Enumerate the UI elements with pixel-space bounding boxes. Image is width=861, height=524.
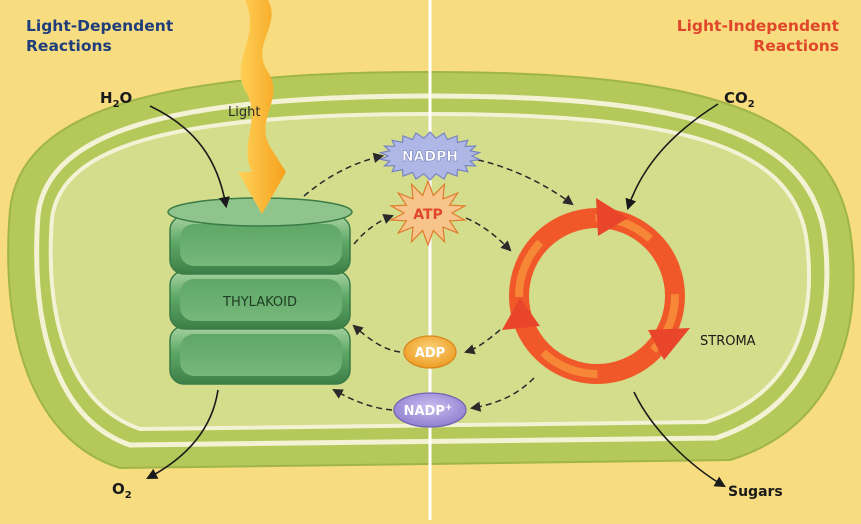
dash-arrow-thylakoid-to-nadph (303, 152, 385, 197)
dash-arrow-cycle-to-nadp (469, 377, 535, 412)
thylakoid-label: THYLAKOID (222, 295, 297, 310)
dash-arrow-nadph-to-cycle (477, 159, 574, 206)
light-dependent-title-line2: Reactions (26, 37, 112, 55)
dash-arrow-thylakoid-to-atp (353, 214, 394, 245)
thylakoid-disc-middle-inner (180, 279, 342, 321)
thylakoid-disc-bottom-inner (180, 334, 342, 376)
adp-label: ADP (415, 346, 445, 361)
adp-badge: ADP (403, 335, 457, 369)
thylakoid-stack: THYLAKOID (167, 197, 353, 385)
atp-label: ATP (413, 207, 443, 223)
light-ray (238, 0, 286, 214)
thylakoid-disc-top-inner (180, 224, 342, 266)
nadph-label: NADPH (402, 149, 458, 165)
o2-arrow (146, 389, 219, 480)
co2-arrow (625, 103, 719, 211)
dash-arrow-atp-to-cycle (465, 217, 512, 252)
cycle-arrowhead-left (502, 298, 540, 330)
atp-badge: ATP (388, 179, 468, 247)
cycle-arrowhead-right (648, 328, 690, 360)
nadp-badge: NADP+ (393, 392, 467, 428)
h2o-label: H2O (100, 89, 132, 110)
sugars-arrow (633, 391, 726, 488)
light-independent-title-line2: Reactions (753, 37, 839, 55)
light-dependent-title-line1: Light-Dependent (26, 17, 174, 35)
dash-arrow-nadp-to-thylakoid (332, 388, 393, 411)
light-label: Light (228, 105, 260, 120)
cycle-arrowhead-top (596, 198, 628, 236)
dash-arrow-cycle-to-adp (464, 329, 501, 355)
light-independent-title-line1: Light-Independent (676, 17, 839, 35)
chloroplast-membrane-gap (34, 93, 830, 448)
sugars-label: Sugars (728, 484, 783, 500)
h2o-arrow (149, 105, 230, 209)
o2-label: O2 (112, 480, 132, 501)
stroma-label: STROMA (700, 334, 756, 349)
nadp-label: NADP+ (404, 403, 453, 419)
light-dependent-title: Light-Dependent Reactions (26, 16, 173, 56)
light-independent-title: Light-Independent Reactions (677, 16, 839, 56)
calvin-cycle-ring (502, 198, 690, 384)
nadph-badge: NADPH (378, 131, 482, 181)
co2-label: CO2 (724, 89, 755, 110)
dash-arrow-adp-to-thylakoid (352, 324, 401, 353)
